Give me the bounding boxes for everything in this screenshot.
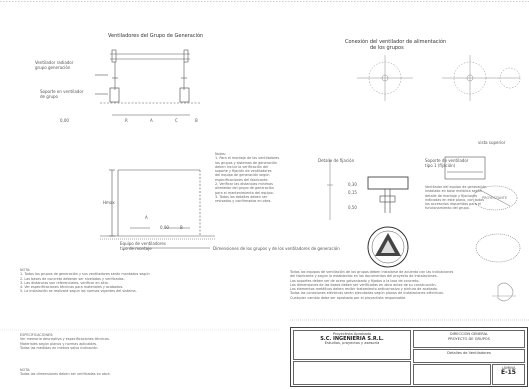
support-label: Soporte de ventilador [425, 158, 469, 163]
dim-zero: 0,00 [160, 225, 169, 230]
fixing-dim-1: 0,15 [348, 190, 357, 195]
dim-label-4: B [195, 118, 198, 123]
left-notes: NOTA:1. Todos los grupos de generación y… [20, 268, 150, 294]
drawing-title-cell: Detalles de Ventiladores [413, 349, 525, 363]
generator-fan-elevation [95, 49, 200, 116]
company-cell: Proyectista Aprobado S.C. INGENIERIA S.R… [293, 330, 411, 360]
fixing-detail-label: Detalle de fijación [318, 158, 355, 163]
label-fan-support: Soporte en ventilador [40, 89, 84, 94]
general-notes: Todos los equipos de ventilación de los … [290, 270, 454, 300]
fan-connection-plan [357, 55, 521, 101]
base-section [100, 169, 215, 249]
section-caption: Dimensiones de los grupos y de los venti… [213, 246, 340, 251]
connection-note: vista superior [478, 140, 506, 145]
company-sub: Estudios, proyectos y asesoría [324, 341, 380, 345]
dim-b: B [180, 225, 183, 230]
company-header: Proyectista Aprobado [332, 332, 372, 336]
label-fan-radiator: Ventilador radiador [35, 60, 74, 65]
signature-cell [293, 361, 411, 385]
sheet-cell: LÁMINA E-15 [492, 364, 525, 385]
label-fan-radiator-2: grupo generación [35, 65, 71, 70]
label-fan-support-2: de grupo [40, 94, 58, 99]
seal-logo [367, 226, 409, 268]
equipment-label: Equipo de ventiladores [120, 241, 166, 246]
hand-sketch [492, 282, 516, 302]
equipment-label-2: tipo de montaje [120, 246, 152, 251]
project-line-2: PROYECTO DE GRUPOS [448, 336, 490, 341]
fixing-detail [327, 160, 409, 220]
project-line-1: DIRECCION GENERAL [449, 332, 489, 336]
title-block: Proyectista Aprobado S.C. INGENIERIA S.R… [290, 327, 528, 387]
dim-label-1: R [125, 118, 128, 123]
dim-label-3: C [175, 118, 178, 123]
connection-title: Conexión del ventilador de alimentación [345, 39, 447, 45]
stamp-text: PROYECTANTE [482, 196, 508, 200]
dim-label-2: A [150, 118, 153, 123]
left-notes-3: NOTA:Todas las dimensiones deben ser ver… [20, 368, 111, 377]
fan-section-title: Ventiladores del Grupo de Generación [108, 33, 204, 39]
left-specs: ESPECIFICACIONES:Ver memoria descriptiva… [20, 333, 110, 350]
dim-label-0: 0,00 [60, 118, 69, 123]
sheet-label: LÁMINA [501, 366, 516, 370]
support-label-2: tipo 1 (fijación) [425, 163, 456, 168]
drawing-title: Detalles de Ventiladores [447, 351, 491, 355]
company-name: S.C. INGENIERIA S.R.L. [320, 335, 384, 342]
project-cell: DIRECCION GENERAL PROYECTO DE GRUPOS [413, 330, 525, 348]
info-cell [413, 364, 491, 385]
dim-hmax: Hmax [103, 200, 115, 205]
fixing-dim-2: 0,50 [348, 205, 357, 210]
mid-notes: Notas:1. Para el montaje de los ventilad… [215, 152, 280, 204]
sheet-number: E-15 [501, 368, 516, 376]
connection-subtitle: de los grupos [370, 45, 404, 51]
support-detail [444, 156, 521, 263]
dim-a: A [145, 215, 148, 220]
fixing-dim-0: 0,30 [348, 182, 357, 187]
